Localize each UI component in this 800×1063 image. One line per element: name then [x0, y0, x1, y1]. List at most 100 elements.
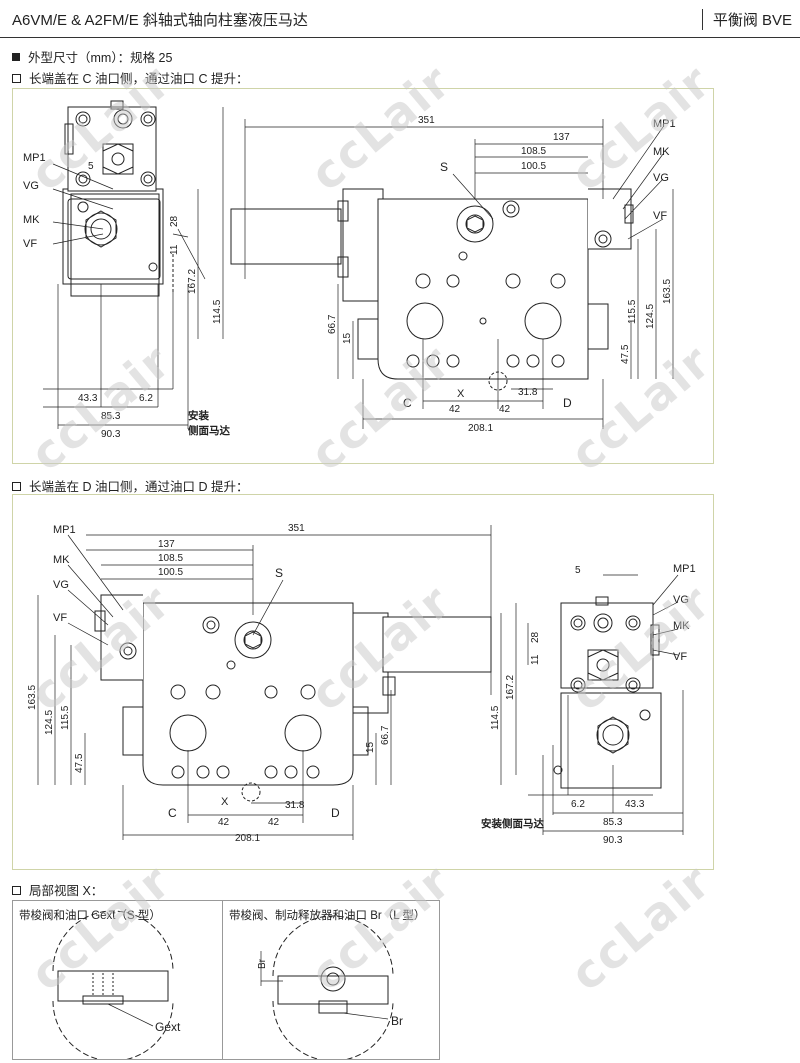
dim-137-d: 137 — [158, 539, 175, 550]
dim-124-5-d: 124.5 — [44, 710, 55, 735]
dim-43-3-d: 43.3 — [625, 799, 645, 810]
dim-208-1-d: 208.1 — [235, 833, 260, 844]
dim-163-5: 163.5 — [662, 279, 673, 304]
drawing-d-svg: MP1 MK VG VF 351 137 108.5 100.5 S 163.5… — [27, 523, 696, 846]
page-header: A6VM/E & A2FM/E 斜轴式轴向柱塞液压马达 平衡阀 BVE — [0, 0, 800, 38]
dim-90-3-d: 90.3 — [603, 835, 623, 846]
drawing-panel-c: MP1 VG MK VF 5 28 11 167.2 114.5 43.3 6.… — [12, 88, 714, 464]
dim-167-2: 167.2 — [187, 269, 198, 294]
box-bullet-icon — [12, 886, 21, 895]
page-title: A6VM/E & A2FM/E 斜轴式轴向柱塞液压马达 — [12, 12, 308, 29]
detail-s-title: 带梭阀和油口 Gext（S 型） — [19, 910, 161, 922]
dim-6-2: 6.2 — [139, 393, 153, 404]
dim-163-5-d: 163.5 — [27, 685, 38, 710]
dim-66-7-d: 66.7 — [380, 725, 391, 745]
section-d-title: 长端盖在 D 油口侧，通过油口 D 提升： — [12, 476, 248, 495]
section-c-title: 长端盖在 C 油口侧，通过油口 C 提升： — [12, 68, 248, 87]
dim-42-a-d: 42 — [218, 817, 230, 828]
dim-114-5: 114.5 — [212, 299, 223, 324]
dim-47-5: 47.5 — [620, 344, 631, 364]
dim-100-5-d: 100.5 — [158, 567, 183, 578]
drawing-c-svg: MP1 VG MK VF 5 28 11 167.2 114.5 43.3 6.… — [23, 100, 676, 440]
label-vg-side-d: VG — [673, 594, 689, 606]
dim-5-d: 5 — [575, 565, 581, 576]
dim-90-3: 90.3 — [101, 429, 121, 440]
dim-124-5: 124.5 — [645, 304, 656, 329]
section-main: 外型尺寸（mm）：规格 25 — [12, 47, 172, 66]
port-s-d: S — [275, 566, 283, 580]
section-x-title: 局部视图 X： — [12, 880, 103, 899]
dim-66-7: 66.7 — [327, 314, 338, 334]
label-vf: VF — [23, 238, 37, 250]
label-x-d: X — [221, 796, 229, 808]
dim-108-5-d: 108.5 — [158, 553, 183, 564]
dim-42-b-d: 42 — [268, 817, 280, 828]
dim-42-a: 42 — [449, 404, 461, 415]
dim-11-d: 11 — [530, 654, 541, 665]
front-view-d — [37, 525, 502, 840]
dim-47-5-d: 47.5 — [74, 753, 85, 773]
page-subtitle: 平衡阀 BVE — [701, 9, 792, 30]
label-mk-side-d: MK — [673, 620, 690, 632]
dim-115-5-d: 115.5 — [60, 705, 71, 730]
dim-108-5: 108.5 — [521, 146, 546, 157]
mount-label-2: 侧面马达 — [188, 424, 230, 437]
mount-label-d: 安装侧面马达 — [481, 817, 544, 830]
port-s: S — [440, 160, 448, 174]
dim-5: 5 — [88, 161, 94, 172]
label-mp1-front: MP1 — [653, 118, 676, 130]
port-d-d: D — [331, 806, 340, 820]
port-c-d: C — [168, 806, 177, 820]
dim-28-d: 28 — [530, 631, 541, 643]
side-view-c — [43, 100, 224, 429]
box-bullet-icon — [12, 74, 21, 83]
port-c: C — [403, 396, 412, 410]
side-view-d — [515, 574, 684, 835]
label-mk-d: MK — [53, 554, 70, 566]
dim-137: 137 — [553, 132, 570, 143]
detail-l-svg: Br Br — [257, 915, 403, 1059]
front-view-c — [230, 119, 674, 429]
label-mp1-d: MP1 — [53, 524, 76, 536]
label-mp1-side-d: MP1 — [673, 563, 696, 575]
label-x: X — [457, 388, 465, 400]
detail-l-title: 带梭阀、制动释放器和油口 Br（L 型） — [229, 910, 426, 922]
dim-6-2-d: 6.2 — [571, 799, 585, 810]
dim-43-3: 43.3 — [78, 393, 98, 404]
br-label-small: Br — [257, 958, 268, 969]
dim-28: 28 — [169, 215, 180, 227]
port-d: D — [563, 396, 572, 410]
label-vf-d: VF — [53, 612, 67, 624]
dim-115-5: 115.5 — [627, 299, 638, 324]
watermark: ccLair — [560, 853, 722, 1002]
label-vg-d: VG — [53, 579, 69, 591]
dim-85-3-d: 85.3 — [603, 817, 623, 828]
dim-31-8-d: 31.8 — [285, 800, 305, 811]
br-label: Br — [391, 1014, 403, 1028]
label-mk-front: MK — [653, 146, 670, 158]
label-vg-front: VG — [653, 172, 669, 184]
dim-42-b: 42 — [499, 404, 511, 415]
label-vg: VG — [23, 180, 39, 192]
dim-100-5: 100.5 — [521, 161, 546, 172]
dim-15: 15 — [342, 332, 353, 344]
dim-85-3: 85.3 — [101, 411, 121, 422]
drawing-panel-d: MP1 MK VG VF 351 137 108.5 100.5 S 163.5… — [12, 494, 714, 870]
gext-label: Gext — [155, 1020, 181, 1034]
dim-208-1: 208.1 — [468, 423, 493, 434]
dim-11: 11 — [169, 244, 180, 255]
detail-view-s: 带梭阀和油口 Gext（S 型） Gext — [12, 900, 224, 1060]
square-bullet-icon — [12, 53, 20, 61]
label-vf-front: VF — [653, 210, 667, 222]
detail-view-l: 带梭阀、制动释放器和油口 Br（L 型） Br Br — [222, 900, 440, 1060]
detail-s-svg: Gext — [52, 910, 181, 1059]
label-vf-side-d: VF — [673, 651, 687, 663]
box-bullet-icon — [12, 482, 21, 491]
label-mk: MK — [23, 214, 40, 226]
mount-label: 安装 — [188, 409, 209, 422]
dim-167-2-d: 167.2 — [505, 675, 516, 700]
dim-114-5-d: 114.5 — [490, 705, 501, 730]
dim-351-d: 351 — [288, 523, 305, 534]
dim-351: 351 — [418, 115, 435, 126]
dim-31-8: 31.8 — [518, 387, 538, 398]
